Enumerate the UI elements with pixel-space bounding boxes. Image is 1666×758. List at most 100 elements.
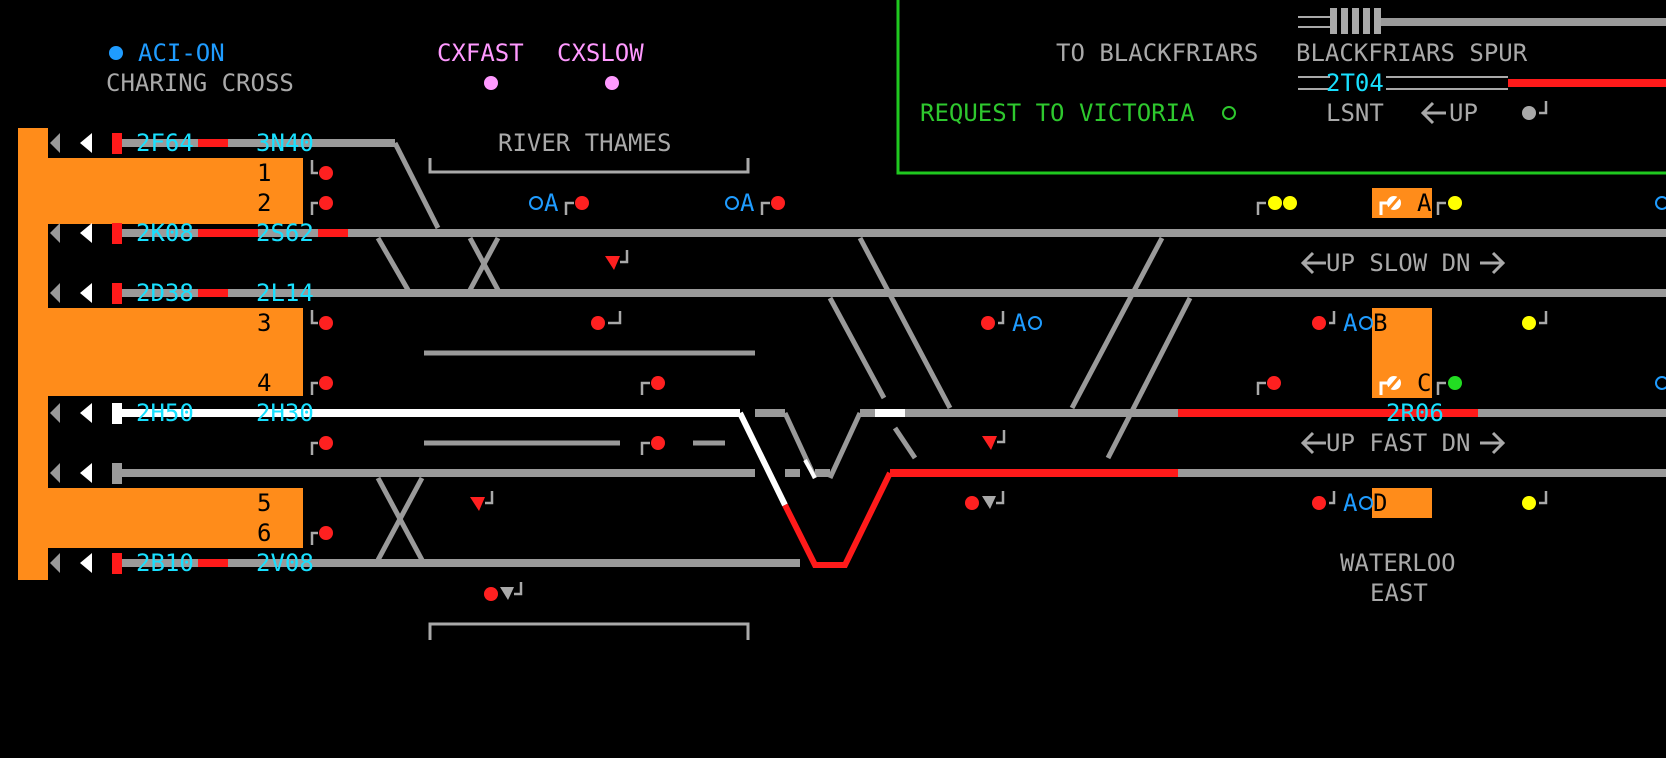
aci-tag-2: A [740,189,755,217]
signal-dn-slow-east [1522,311,1548,330]
cxfast-dot [484,76,498,90]
berth-2h30: 2H30 [256,399,314,427]
request-to-victoria-button[interactable]: REQUEST TO VICTORIA [920,99,1195,127]
signal-we-slow-b [1312,311,1336,330]
buffer-arrows-p2 [50,223,122,244]
station-name: CHARING CROSS [106,69,294,97]
signal-we-up-slow [1256,196,1297,215]
lsnt-up-label: UP [1449,99,1478,127]
buffer-arrows-p1 [50,133,122,154]
signal-p2 [310,196,333,215]
aci-on-label: ACI-ON [138,39,225,67]
cxfast-label: CXFAST [437,39,524,67]
request-indicator [1222,106,1236,120]
route-letter-a: A [1417,189,1432,217]
cxslow-dot [605,76,619,90]
signal-shunt-2 [470,491,494,511]
platform-4-number: 4 [257,369,271,397]
signal-slow-1 [564,196,589,215]
route-set-symbols [1379,195,1402,395]
tracks [120,18,1666,567]
signal-we-fast-d [1312,491,1336,510]
berth-2h50: 2H50 [136,399,194,427]
waterloo-east-label: WATERLOO EAST [1340,549,1456,607]
platform-5-number: 5 [257,489,271,517]
spur-stripes [1298,16,1508,90]
aci-tags: A A A A A [544,189,1358,517]
berth-2d38: 2D38 [136,279,194,307]
waterloo-east-line1: WATERLOO [1340,549,1456,577]
berth-3n40: 3N40 [256,129,314,157]
signal-p6-exit [484,582,523,601]
aci-on-dot [109,46,123,60]
route-v [737,411,893,568]
signal-p5-mid [640,436,665,455]
aci-tag-1: A [544,189,559,217]
platform-3-number: 3 [257,309,271,337]
platform-numbers: 1 2 3 4 5 6 [257,159,271,547]
aci-indicators [109,46,1666,510]
signal-p4-mid [640,376,665,395]
platform-6-number: 6 [257,519,271,547]
route-letter-d: D [1373,489,1387,517]
charing-cross-platforms [18,128,303,580]
signal-p1 [310,160,333,180]
signal-dn-slow-1 [591,311,622,330]
platform-1-number: 1 [257,159,271,187]
dn-slow-arrow-right [1480,251,1506,275]
up-fast-arrow-left [1300,431,1326,455]
river-label: RIVER THAMES [498,129,671,157]
signal-shunt-3 [982,430,1006,450]
signal-p3 [310,310,333,330]
signal-we-fast-c [1256,376,1281,395]
berth-2s62: 2S62 [256,219,314,247]
aci-tag-5: A [1343,489,1358,517]
direction-arrows [1300,101,1506,455]
berth-2r06: 2R06 [1386,399,1444,427]
signal-p4 [310,376,333,395]
signal-dn-fast-1 [965,491,1005,510]
platform-2-number: 2 [257,189,271,217]
route-letters: A B C D [1373,189,1432,517]
train-berths[interactable]: 2F64 3N40 2K08 2S62 2D38 2L14 2H50 2H30 … [136,129,1444,577]
buffer-arrows-p3 [50,283,122,304]
signal-slow-2 [760,196,785,215]
aci-tag-3: A [1012,309,1027,337]
buffer-arrows-p5 [50,463,122,484]
signals[interactable] [310,101,1548,601]
aci-tag-4: A [1343,309,1358,337]
dn-fast-arrow-right [1480,431,1506,455]
signal-p6 [310,526,333,545]
signal-dn-fast-east [1522,491,1548,510]
to-blackfriars-label: TO BLACKFRIARS [1056,39,1258,67]
signal-cross-1 [981,311,1005,330]
berth-2l14: 2L14 [256,279,314,307]
cxslow-label: CXSLOW [557,39,644,67]
buffer-arrows [50,133,122,574]
platform-waterloo-east [1372,188,1432,518]
buffer-arrows-p6 [50,553,122,574]
up-slow-arrow-left [1300,251,1326,275]
legend: ACI-ON CHARING CROSS CXFAST CXSLOW [106,39,644,97]
blackfriars-panel [896,0,1666,175]
line-labels: UP SLOW DN UP FAST DN [1326,249,1471,457]
route-letter-b: B [1373,309,1387,337]
buffer-arrows-p4 [50,403,122,424]
berth-2b10: 2B10 [136,549,194,577]
lsnt-label: LSNT [1326,99,1384,127]
blackfriars-text: TO BLACKFRIARS BLACKFRIARS SPUR REQUEST … [920,39,1528,127]
up-fast-dn-label: UP FAST DN [1326,429,1471,457]
berth-2k08: 2K08 [136,219,194,247]
berth-2f64: 2F64 [136,129,194,157]
spur-berth-bars [1330,8,1381,34]
river-bracket [428,158,750,640]
route-letter-c: C [1417,369,1431,397]
waterloo-east-line2: EAST [1370,579,1428,607]
signal-p5 [310,436,333,455]
berth-2t04: 2T04 [1326,69,1384,97]
crossovers [375,236,1193,562]
blackfriars-spur-label: BLACKFRIARS SPUR [1296,39,1528,67]
signal-plat-a [1436,196,1462,215]
signal-plat-c [1436,376,1462,395]
